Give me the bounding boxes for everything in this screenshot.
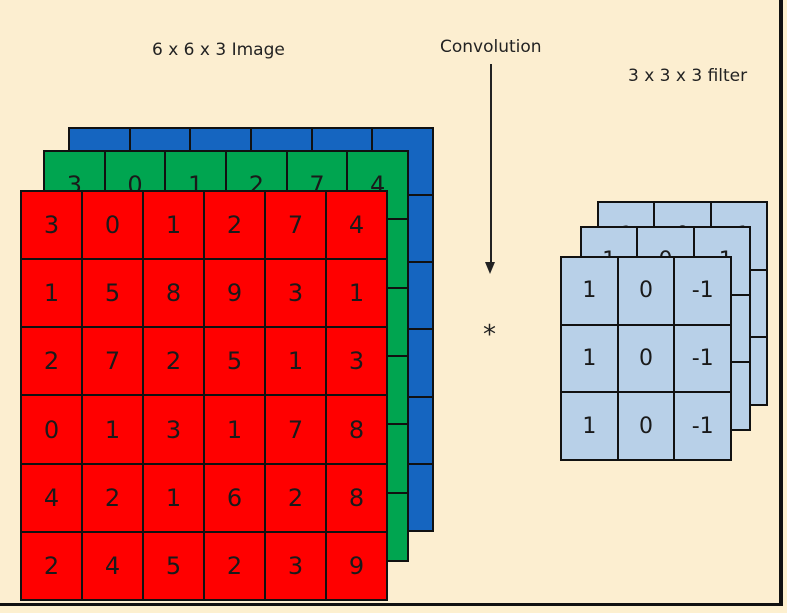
red-channel-cell: 1	[82, 395, 143, 464]
red-channel-cell: 3	[265, 531, 326, 600]
red-channel-cell: 3	[21, 191, 82, 260]
red-channel-cell: 2	[21, 531, 82, 600]
red-channel-cell: 1	[204, 395, 265, 464]
red-channel-cell: 5	[204, 327, 265, 396]
red-channel-cell: 2	[82, 463, 143, 532]
red-channel-cell: 2	[265, 463, 326, 532]
filter-front-cell: 0	[617, 392, 675, 460]
red-channel-cell: 1	[265, 327, 326, 396]
filter-front-cell: -1	[674, 324, 731, 393]
red-channel-cell: 3	[326, 327, 387, 396]
red-channel-cell: 5	[143, 531, 204, 600]
red-channel-cell: 8	[326, 463, 387, 532]
red-channel-cell: 7	[265, 191, 326, 260]
red-channel-cell: 2	[204, 191, 265, 260]
filter-front-cell: 1	[561, 324, 618, 393]
red-channel-cell: 7	[82, 327, 143, 396]
red-channel-cell: 2	[143, 327, 204, 396]
filter-front-cell: -1	[674, 257, 731, 325]
filter-front-cell: 1	[561, 392, 618, 460]
filter-front-cell: 0	[617, 324, 675, 393]
filter-front-cell: -1	[674, 392, 731, 460]
filter-front-cell: 1	[561, 257, 618, 325]
red-channel-cell: 0	[82, 191, 143, 260]
red-channel-cell: 5	[82, 259, 143, 328]
filter-front-cell: 0	[617, 257, 675, 325]
red-channel-cell: 2	[21, 327, 82, 396]
red-channel-cell: 8	[143, 259, 204, 328]
red-channel-cell: 4	[21, 463, 82, 532]
red-channel-cell: 2	[204, 531, 265, 600]
red-channel-cell: 1	[143, 191, 204, 260]
arrow-head-icon	[485, 262, 495, 274]
convolution-arrow	[490, 64, 492, 264]
convolution-operator: *	[483, 320, 496, 350]
red-channel-cell: 1	[21, 259, 82, 328]
red-channel-cell: 1	[326, 259, 387, 328]
image-title: 6 x 6 x 3 Image	[152, 40, 285, 60]
red-channel-cell: 4	[82, 531, 143, 600]
red-channel-cell: 9	[326, 531, 387, 600]
red-channel-cell: 3	[265, 259, 326, 328]
red-channel-cell: 8	[326, 395, 387, 464]
red-channel-cell: 7	[265, 395, 326, 464]
filter-title: 3 x 3 x 3 filter	[628, 66, 748, 86]
red-channel-cell: 9	[204, 259, 265, 328]
red-channel-cell: 3	[143, 395, 204, 464]
red-channel-cell: 0	[21, 395, 82, 464]
red-channel-cell: 4	[326, 191, 387, 260]
red-channel-cell: 1	[143, 463, 204, 532]
red-channel-cell: 6	[204, 463, 265, 532]
convolution-label: Convolution	[440, 37, 542, 57]
